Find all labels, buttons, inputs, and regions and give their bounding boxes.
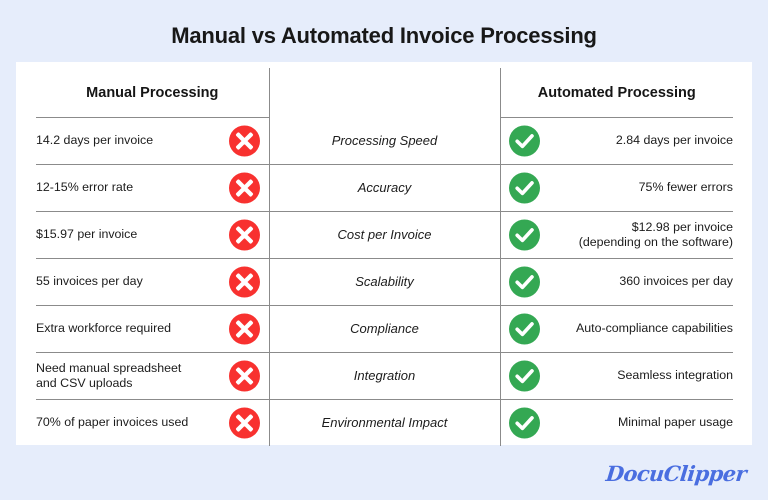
check-circle-icon — [508, 125, 540, 157]
table-row: 12-15% error rate Accuracy 75% fewer error… — [36, 164, 733, 212]
manual-value: 14.2 days per invoice — [36, 133, 154, 148]
x-circle-icon — [228, 219, 260, 251]
criterion-label: Processing Speed — [331, 132, 438, 148]
table-row: Extra workforce required Compliance Auto-c… — [36, 305, 733, 353]
automated-cell: Minimal paper usage — [500, 400, 733, 447]
manual-value: $15.97 per invoice — [36, 227, 138, 242]
check-circle-icon — [508, 313, 540, 345]
x-circle-icon — [228, 407, 260, 439]
automated-cell: 2.84 days per invoice — [500, 117, 733, 165]
criterion-label: Accuracy — [357, 180, 412, 195]
column-header-criterion — [268, 68, 501, 118]
automated-value: $12.98 per invoice(depending on the soft… — [578, 219, 733, 250]
x-circle-icon — [228, 172, 260, 204]
automated-cell: Seamless integration — [500, 352, 733, 400]
check-circle-icon — [508, 172, 540, 204]
automated-cell: 360 invoices per day — [500, 258, 733, 306]
criterion-label: Environmental Impact — [321, 415, 448, 430]
automated-value: Auto-compliance capabilities — [575, 321, 733, 336]
manual-cell: 12-15% error rate — [36, 164, 269, 212]
check-circle-icon — [508, 360, 540, 392]
table-row: 55 invoices per day Scalability 360 invoic… — [36, 258, 733, 306]
criterion-cell: Cost per Invoice — [268, 211, 501, 259]
automated-cell: Auto-compliance capabilities — [500, 305, 733, 353]
docuclipper-logo: DocuClipper — [604, 461, 748, 486]
criterion-label: Scalability — [355, 274, 414, 289]
automated-cell: 75% fewer errors — [500, 164, 733, 212]
manual-value: 70% of paper invoices used — [36, 415, 189, 430]
manual-value: 12-15% error rate — [36, 180, 134, 195]
manual-cell: Extra workforce required — [36, 305, 269, 353]
manual-cell: $15.97 per invoice — [36, 211, 269, 259]
criterion-label: Integration — [353, 368, 416, 383]
table-header-row: Manual Processing Automated Processing — [36, 68, 733, 118]
manual-value: 55 invoices per day — [36, 274, 143, 289]
table-body: 14.2 days per invoice Processing Speed 2.8… — [36, 117, 733, 447]
criterion-cell: Integration — [268, 352, 501, 400]
table-row: 14.2 days per invoice Processing Speed 2.8… — [36, 117, 733, 165]
manual-value: Extra workforce required — [36, 321, 171, 336]
criterion-cell: Accuracy — [268, 164, 501, 212]
check-circle-icon — [508, 219, 540, 251]
table-row: $15.97 per invoice Cost per Invoice $12.98… — [36, 211, 733, 259]
comparison-table: Manual Processing Automated Processing 1… — [36, 68, 733, 446]
criterion-cell: Compliance — [268, 305, 501, 353]
automated-cell: $12.98 per invoice(depending on the soft… — [500, 211, 733, 259]
x-circle-icon — [228, 313, 260, 345]
check-circle-icon — [508, 266, 540, 298]
automated-value: 2.84 days per invoice — [615, 133, 733, 148]
manual-cell: 55 invoices per day — [36, 258, 269, 306]
criterion-label: Cost per Invoice — [337, 227, 432, 242]
criterion-cell: Environmental Impact — [268, 399, 501, 446]
criterion-cell: Processing Speed — [268, 117, 501, 165]
automated-value: 360 invoices per day — [619, 274, 733, 289]
automated-value: Seamless integration — [617, 368, 733, 383]
manual-cell: 70% of paper invoices used — [36, 400, 269, 447]
x-circle-icon — [228, 266, 260, 298]
criterion-label: Compliance — [350, 321, 419, 336]
check-circle-icon — [508, 407, 540, 439]
column-header-manual: Manual Processing — [36, 68, 269, 118]
x-circle-icon — [228, 360, 260, 392]
x-circle-icon — [228, 125, 260, 157]
criterion-cell: Scalability — [268, 258, 501, 306]
table-row: 70% of paper invoices used Environmental … — [36, 399, 733, 447]
manual-cell: 14.2 days per invoice — [36, 117, 269, 165]
column-header-automated: Automated Processing — [500, 68, 733, 118]
automated-value: Minimal paper usage — [617, 415, 733, 430]
automated-value: 75% fewer errors — [638, 180, 733, 195]
page-title: Manual vs Automated Invoice Processing — [171, 23, 597, 48]
